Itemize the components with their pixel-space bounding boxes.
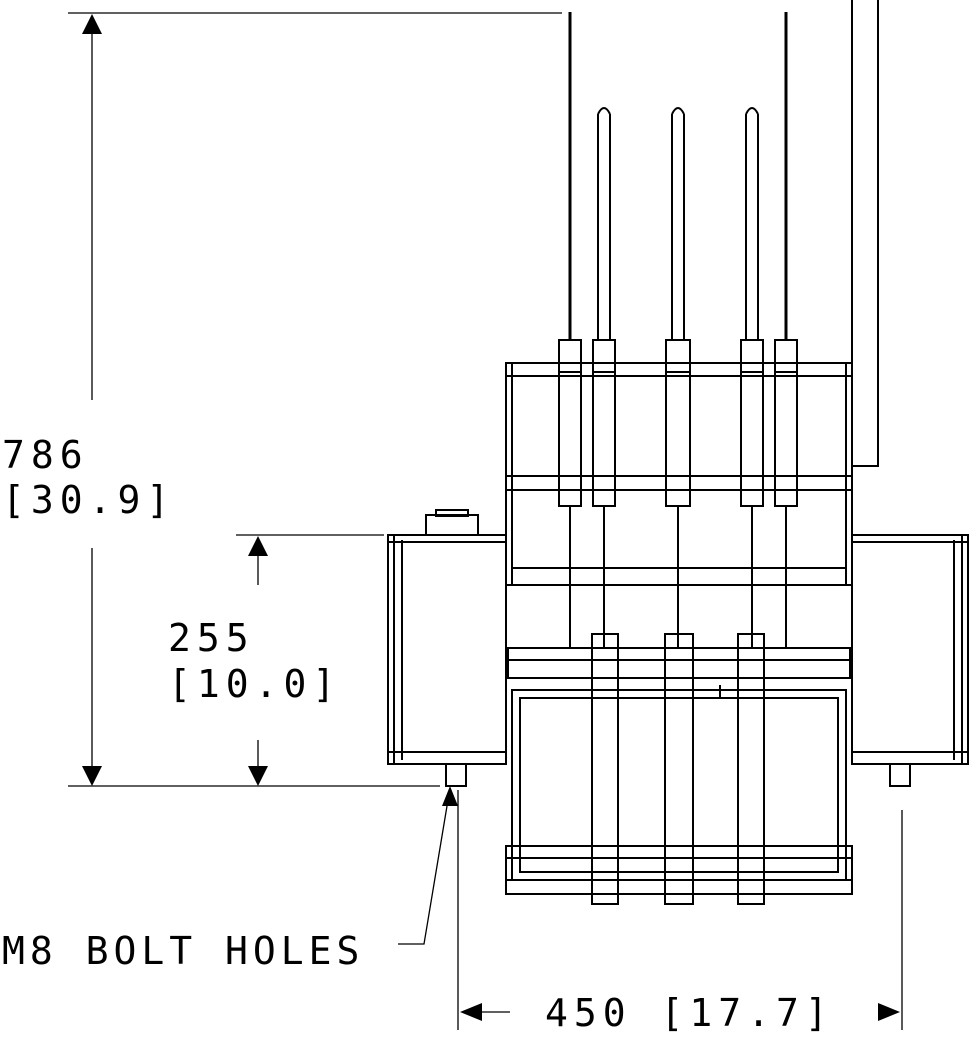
- bolt-spacing-value: 450 [17.7]: [545, 991, 834, 1035]
- overall-height-value: 786: [2, 433, 89, 477]
- sleeve-1: [558, 339, 582, 507]
- sleeve-4: [740, 339, 764, 507]
- sleeve-5: [774, 339, 798, 507]
- inner-rod-1: [597, 107, 611, 340]
- right-side-box: [851, 534, 969, 787]
- sleeve-3: [665, 339, 691, 507]
- inner-rod-3: [745, 107, 759, 340]
- lower-sleeve-3: [737, 633, 765, 905]
- left-box-outline: [387, 534, 507, 765]
- overall-height-inches: [30.9]: [2, 478, 175, 522]
- left-fill-cap: [425, 514, 479, 536]
- bolt-dim-arrow-left: [460, 1003, 482, 1021]
- outer-rods: [568, 12, 788, 648]
- right-bracket-outline: [851, 0, 879, 467]
- lower-top-band: [507, 647, 851, 679]
- bolt-holes-callout: M8 BOLT HOLES: [2, 786, 458, 973]
- right-bracket: [851, 0, 879, 467]
- bucket-inner: [519, 697, 839, 873]
- lower-sleeve-2: [664, 633, 694, 905]
- bolt-spacing-dimension: 450 [17.7]: [457, 790, 903, 1035]
- inner-rod-2: [671, 107, 685, 340]
- right-bolt: [889, 763, 911, 787]
- upper-sleeves: [558, 339, 798, 507]
- mount-dim-arrow-top: [248, 536, 268, 556]
- left-side-box: [387, 509, 507, 787]
- bolt-holes-leader: [398, 799, 449, 945]
- left-fill-cap-top: [435, 509, 469, 517]
- overall-dim-arrow-top: [82, 14, 102, 34]
- mount-height-value: 255: [168, 616, 255, 660]
- bolt-dim-arrow-right: [878, 1003, 900, 1021]
- right-box-outline: [851, 534, 969, 765]
- lower-sleeve-1: [591, 633, 619, 905]
- overall-dim-arrow-bottom: [82, 766, 102, 786]
- overall-height-dimension: 786 [30.9]: [2, 12, 562, 787]
- bolt-holes-leader-arrow: [442, 786, 458, 806]
- mount-dim-arrow-bottom: [248, 766, 268, 786]
- lower-sleeves: [591, 633, 765, 905]
- inner-rods: [597, 107, 759, 648]
- left-bolt: [445, 763, 467, 787]
- mount-height-inches: [10.0]: [168, 662, 341, 706]
- sleeve-2: [592, 339, 616, 507]
- bolt-holes-label: M8 BOLT HOLES: [2, 929, 364, 973]
- mount-height-dimension: 255 [10.0]: [168, 534, 384, 786]
- main-frame: [505, 362, 853, 586]
- bucket-base: [505, 845, 853, 895]
- bucket-outline: [511, 689, 847, 881]
